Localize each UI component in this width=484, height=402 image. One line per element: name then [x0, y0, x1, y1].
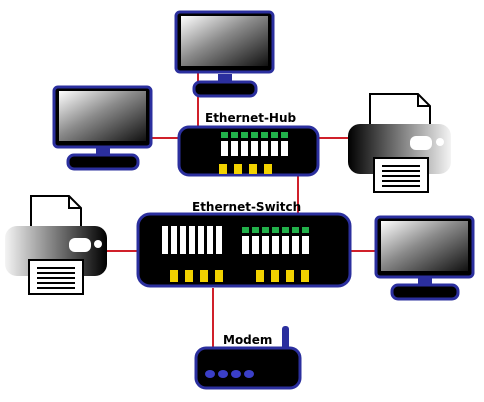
switch-icon [136, 212, 352, 288]
hub-icon [177, 125, 320, 177]
switch-yellow-leds [170, 270, 309, 282]
monitor-icon [374, 215, 475, 301]
printer-icon [348, 93, 451, 193]
modem-label: Modem [223, 333, 272, 347]
monitor-icon [174, 10, 275, 98]
switch-green-ports [242, 227, 309, 233]
modem-icon [194, 326, 302, 390]
switch-label: Ethernet-Switch [192, 200, 301, 214]
switch-slots-right [242, 236, 309, 254]
hub-yellow-leds [219, 164, 272, 174]
modem-leds [205, 370, 254, 378]
hub-green-ports [221, 132, 288, 138]
cables [106, 72, 376, 348]
hub-label: Ethernet-Hub [205, 111, 297, 125]
monitor-icon [52, 85, 153, 171]
switch-slots-left [162, 226, 222, 254]
hub-slots [221, 141, 288, 156]
printer-icon [5, 195, 107, 295]
